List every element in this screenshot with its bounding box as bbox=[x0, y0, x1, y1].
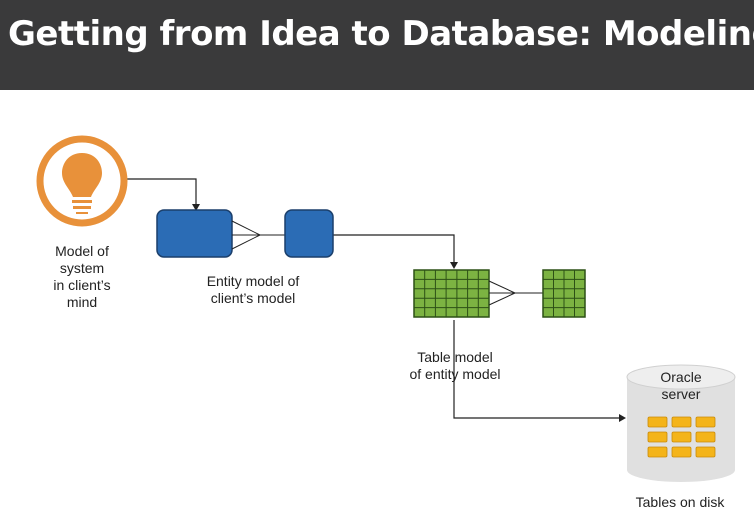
label-oracle-server: Oracle server bbox=[641, 369, 721, 403]
label-line: mind bbox=[66, 294, 98, 310]
connector-lines bbox=[126, 178, 620, 419]
crows-foot-table bbox=[488, 280, 543, 306]
label-line: server bbox=[661, 386, 701, 402]
label-line: in client’s bbox=[53, 277, 111, 293]
label-line: Entity model of bbox=[206, 273, 300, 289]
lightbulb-icon bbox=[36, 135, 128, 227]
label-mind-model: Model of system in client’s mind bbox=[37, 243, 127, 311]
table-grid-small bbox=[542, 269, 586, 318]
title-bar: Getting from Idea to Database: Modeling bbox=[0, 0, 754, 90]
arrow-mind-to-entity bbox=[126, 178, 197, 205]
label-table-model: Table model of entity model bbox=[385, 349, 525, 383]
disk-tables bbox=[647, 416, 716, 458]
label-line: Table model bbox=[417, 349, 493, 365]
page-title: Getting from Idea to Database: Modeling bbox=[8, 14, 754, 54]
label-line: client’s model bbox=[210, 290, 296, 306]
label-line: system bbox=[59, 260, 105, 276]
database-cylinder-icon bbox=[626, 364, 736, 482]
label-line: Model of bbox=[55, 243, 109, 259]
label-entity-model: Entity model of client’s model bbox=[183, 273, 323, 307]
entity-model bbox=[156, 209, 334, 258]
label-line: of entity model bbox=[409, 366, 501, 382]
table-model bbox=[413, 269, 586, 318]
entity-box-small bbox=[284, 209, 334, 258]
entity-box-large bbox=[156, 209, 233, 258]
crows-foot-entity bbox=[231, 220, 285, 250]
label-tables-on-disk: Tables on disk bbox=[635, 494, 725, 510]
label-line: Oracle bbox=[660, 369, 702, 385]
table-grid-large bbox=[413, 269, 490, 318]
arrow-heads bbox=[192, 204, 626, 422]
arrow-entity-to-table bbox=[333, 234, 455, 263]
arrow-table-to-server bbox=[453, 320, 620, 419]
